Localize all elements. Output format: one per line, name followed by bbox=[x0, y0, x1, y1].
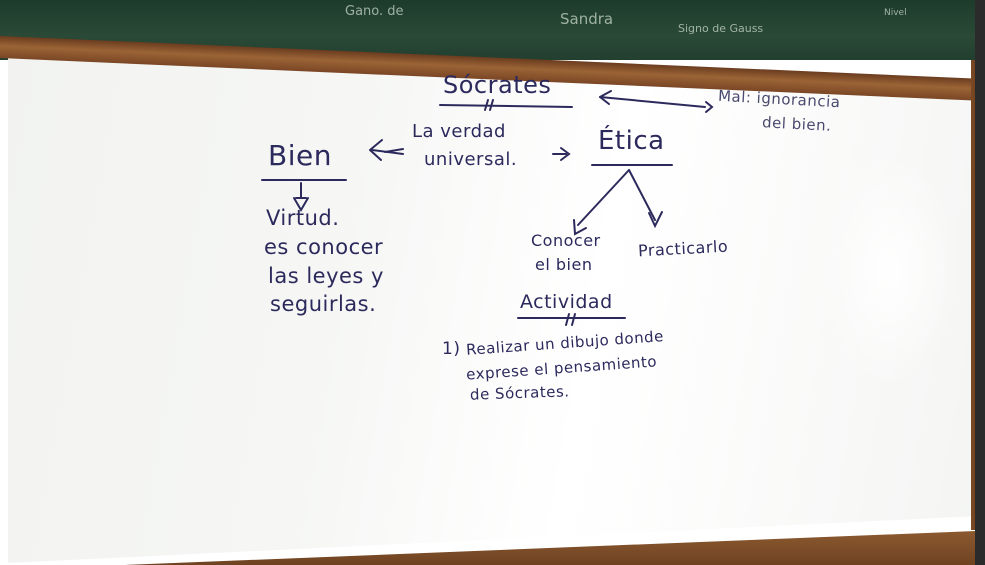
arrow-head bbox=[599, 90, 612, 105]
virtud-line: seguirlas. bbox=[270, 292, 377, 316]
conocer-line: Conocer bbox=[531, 231, 601, 250]
branch-right bbox=[628, 169, 656, 221]
actividad-underline-tick bbox=[565, 313, 576, 326]
arrow-head-right bbox=[705, 101, 714, 113]
chalk-note: Gano. de bbox=[345, 4, 404, 19]
title-underline-tick bbox=[484, 99, 494, 111]
title-socrates: Sócrates bbox=[443, 71, 552, 99]
arrow-mal-to-title bbox=[599, 96, 706, 108]
light-glare bbox=[820, 150, 960, 390]
arrow-head bbox=[560, 147, 571, 161]
bien-label: Bien bbox=[268, 139, 332, 172]
image-edge bbox=[975, 0, 985, 565]
virtud-line: las leyes y bbox=[268, 264, 384, 288]
arrow-head bbox=[573, 219, 587, 236]
etica-label: Ética bbox=[598, 126, 665, 156]
arrow-down-bien bbox=[293, 182, 309, 212]
chalk-note: Signo de Gauss bbox=[678, 22, 764, 35]
chalk-note: Nivel bbox=[884, 8, 907, 18]
actividad-line: de Sócrates. bbox=[469, 382, 570, 404]
arrow-head bbox=[369, 139, 404, 161]
center-line2: universal. bbox=[424, 149, 518, 170]
actividad-item-number: 1) bbox=[442, 339, 461, 359]
conocer-line: el bien bbox=[535, 255, 593, 274]
mal-line2: del bien. bbox=[761, 113, 832, 135]
branch-left bbox=[577, 169, 630, 226]
arrow-head bbox=[648, 211, 663, 229]
center-line1: La verdad bbox=[412, 121, 506, 142]
chalk-note: Sandra bbox=[560, 10, 614, 28]
virtud-line: es conocer bbox=[264, 235, 384, 259]
virtud-line: Virtud. bbox=[266, 206, 340, 230]
whiteboard-surface bbox=[8, 38, 980, 563]
title-underline bbox=[439, 104, 573, 108]
actividad-heading: Actividad bbox=[520, 291, 613, 313]
